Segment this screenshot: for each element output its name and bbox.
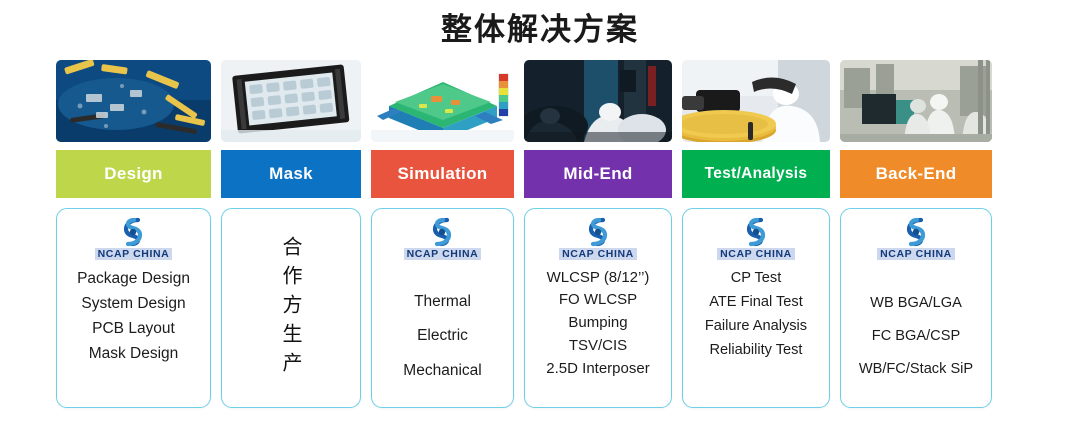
ncap-china-logo: NCAP CHINA bbox=[94, 217, 173, 260]
detail-card-mid-end: NCAP CHINA WLCSP (8/12’’) FO WLCSP Bumpi… bbox=[524, 208, 672, 408]
item-list-design: Package Design System Design PCB Layout … bbox=[57, 264, 210, 407]
cleanroom-operators-photo bbox=[524, 60, 672, 142]
spiral-logo-icon bbox=[433, 217, 452, 247]
list-item: TSV/CIS bbox=[568, 336, 628, 354]
list-item: Thermal bbox=[414, 293, 471, 311]
list-item: ATE Final Test bbox=[709, 293, 803, 310]
spiral-logo-icon bbox=[746, 217, 766, 247]
list-item: FO WLCSP bbox=[558, 291, 638, 309]
detail-card-simulation: NCAP CHINA Thermal Electric Mechanical bbox=[371, 208, 514, 408]
process-flow-columns: Design NCAP CHINA Package Design System … bbox=[56, 60, 1024, 408]
item-list-back-end: WB BGA/LGA FC BGA/CSP WB/FC/Stack SiP bbox=[841, 264, 991, 407]
list-item: CP Test bbox=[730, 269, 782, 286]
ncap-china-logo: NCAP CHINA bbox=[403, 217, 482, 260]
column-simulation: Simulation NCAP CHINA Thermal Electric M… bbox=[371, 60, 514, 408]
detail-card-mask: 合作方生产 bbox=[221, 208, 361, 408]
spiral-logo-icon bbox=[906, 217, 926, 247]
list-item: Failure Analysis bbox=[704, 318, 808, 335]
list-item: Mechanical bbox=[403, 361, 482, 379]
list-item: System Design bbox=[81, 294, 186, 312]
list-item: Electric bbox=[417, 327, 468, 345]
thermal-fea-simulation-photo bbox=[371, 60, 514, 142]
detail-card-design: NCAP CHINA Package Design System Design … bbox=[56, 208, 211, 408]
list-item: Bumping bbox=[568, 314, 628, 331]
list-item: 2.5D Interposer bbox=[546, 359, 650, 377]
logo-text: NCAP CHINA bbox=[559, 248, 637, 260]
column-back-end: Back-End NCAP CHINA WB BGA/LGA FC BGA/CS… bbox=[840, 60, 992, 408]
bar-wrapper-design: Design bbox=[56, 150, 211, 198]
fab-floor-photo bbox=[840, 60, 992, 142]
item-list-test-analysis: CP Test ATE Final Test Failure Analysis … bbox=[683, 264, 829, 407]
ncap-china-logo: NCAP CHINA bbox=[559, 217, 637, 260]
logo-text: NCAP CHINA bbox=[717, 248, 795, 260]
ncap-china-logo: NCAP CHINA bbox=[877, 217, 955, 260]
item-list-simulation: Thermal Electric Mechanical bbox=[372, 264, 513, 407]
ncap-china-logo: NCAP CHINA bbox=[717, 217, 795, 260]
column-mask: Mask 合作方生产 bbox=[221, 60, 361, 408]
stage-bar-design[interactable]: Design bbox=[56, 150, 211, 198]
wafer-handling-photo bbox=[682, 60, 830, 142]
stage-bar-back-end[interactable]: Back-End bbox=[840, 150, 992, 198]
list-item: PCB Layout bbox=[92, 320, 175, 338]
stage-bar-simulation[interactable]: Simulation bbox=[371, 150, 514, 198]
list-item: Mask Design bbox=[88, 345, 179, 363]
logo-text: NCAP CHINA bbox=[94, 248, 173, 260]
detail-card-back-end: NCAP CHINA WB BGA/LGA FC BGA/CSP WB/FC/S… bbox=[840, 208, 992, 408]
bar-wrapper-mask: Mask bbox=[221, 150, 361, 198]
vertical-text-partner-production: 合作方生产 bbox=[279, 235, 303, 381]
stage-bar-test-analysis[interactable]: Test/Analysis bbox=[682, 150, 830, 198]
list-item: FC BGA/CSP bbox=[871, 327, 961, 344]
logo-text: NCAP CHINA bbox=[403, 248, 482, 260]
page-title: 整体解决方案 bbox=[441, 12, 639, 48]
spiral-logo-icon bbox=[124, 217, 143, 247]
list-item: WB BGA/LGA bbox=[870, 294, 962, 311]
bar-wrapper-test-analysis: Test/Analysis bbox=[682, 150, 830, 198]
stage-bar-mid-end[interactable]: Mid-End bbox=[524, 150, 672, 198]
list-item: Reliability Test bbox=[709, 342, 803, 359]
list-item: Package Design bbox=[77, 269, 190, 287]
photomask-frame-photo bbox=[221, 60, 361, 142]
bar-wrapper-simulation: Simulation bbox=[371, 150, 514, 198]
column-design: Design NCAP CHINA Package Design System … bbox=[56, 60, 211, 408]
bar-wrapper-back-end: Back-End bbox=[840, 150, 992, 198]
stage-bar-mask[interactable]: Mask bbox=[221, 150, 361, 198]
bar-wrapper-mid-end: Mid-End bbox=[524, 150, 672, 198]
logo-text: NCAP CHINA bbox=[877, 248, 955, 260]
detail-card-test-analysis: NCAP CHINA CP Test ATE Final Test Failur… bbox=[682, 208, 830, 408]
column-test-analysis: Test/Analysis NCAP CHINA CP Test ATE Fin… bbox=[682, 60, 830, 408]
column-mid-end: Mid-End NCAP CHINA WLCSP (8/12’’) FO WLC… bbox=[524, 60, 672, 408]
list-item: WLCSP (8/12’’) bbox=[546, 268, 650, 286]
pcb-gold-connectors-photo bbox=[56, 60, 211, 142]
spiral-logo-icon bbox=[588, 217, 608, 247]
list-item: WB/FC/Stack SiP bbox=[858, 361, 974, 378]
item-list-mid-end: WLCSP (8/12’’) FO WLCSP Bumping TSV/CIS … bbox=[525, 264, 671, 407]
